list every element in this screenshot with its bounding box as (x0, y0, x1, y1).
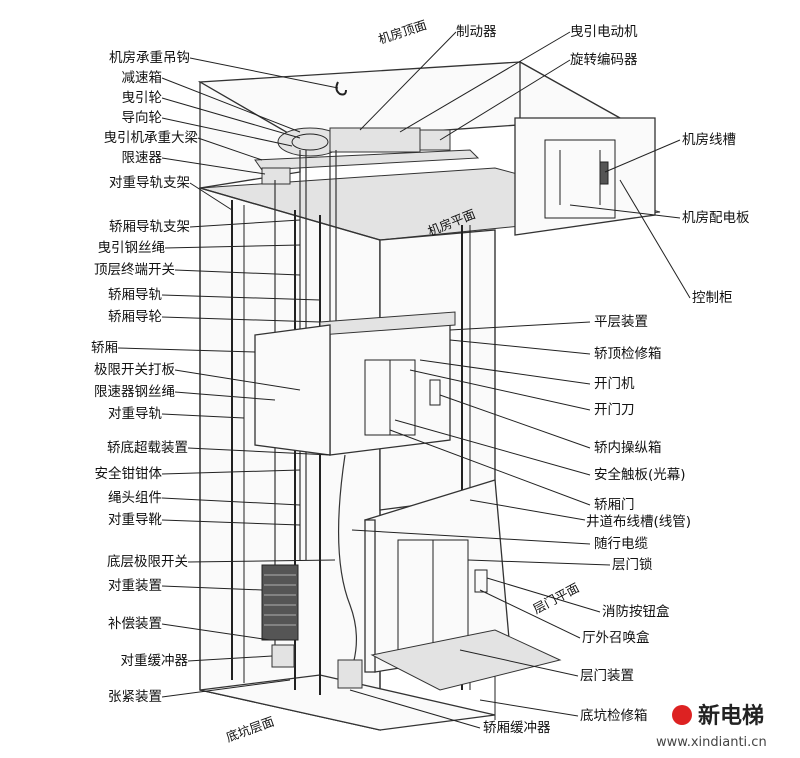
brand-logo-icon (672, 705, 692, 725)
hall-call-box (474, 569, 488, 593)
cw-buffer (271, 644, 295, 668)
label-deflector-sheave: 导向轮 (122, 110, 163, 126)
landing-sill (370, 629, 562, 691)
label-cw-rail-bracket: 对重导轨支架 (109, 175, 190, 191)
label-car-top-inspection-box: 轿顶检修箱 (594, 346, 662, 362)
top-label-group: 制动器 曳引电动机 旋转编码器 机房线槽 机房配电板 控制柜 (456, 24, 750, 306)
plane-landing-floor: 层门平面 (530, 580, 581, 617)
label-limit-switch-cam: 极限开关打板 (94, 361, 175, 378)
lifting-hook (335, 81, 347, 96)
label-door-operator: 开门机 (594, 376, 635, 392)
label-cw-guide-shoe: 对重导靴 (108, 512, 162, 528)
label-safety-gear: 安全钳钳体 (95, 465, 163, 482)
label-landing-door-lock: 层门锁 (612, 557, 653, 573)
label-overload-device: 轿底超载装置 (107, 440, 188, 456)
label-shaft-trunking: 井道布线槽(线管) (586, 514, 691, 530)
label-compensation: 补偿装置 (108, 616, 162, 632)
traction-beam (254, 149, 480, 171)
watermark-url: www.xindianti.cn (656, 735, 767, 750)
label-gearbox: 减速箱 (122, 70, 163, 86)
label-safety-edge: 安全触板(光幕) (594, 466, 686, 483)
label-control-cabinet: 控制柜 (692, 290, 733, 306)
label-rope-hitch: 绳头组件 (108, 490, 162, 506)
leader-lines (117, 31, 691, 729)
travelling-cable (338, 454, 357, 686)
machine-room (197, 60, 661, 241)
label-cw-buffer: 对重缓冲器 (121, 653, 189, 669)
plane-machine-room-top: 机房顶面 (376, 17, 428, 47)
label-brake: 制动器 (456, 24, 497, 40)
label-car-guide-rail: 轿厢导轨 (108, 287, 162, 303)
label-car-guide-shoe: 轿厢导轮 (108, 309, 162, 325)
car-operating-panel (429, 379, 441, 406)
label-tension-device: 张紧装置 (108, 689, 162, 705)
label-traction-motor: 曳引电动机 (570, 24, 638, 40)
label-machine-beam: 曳引机承重大梁 (104, 130, 199, 146)
label-machine-room-panel: 机房配电板 (682, 210, 750, 226)
label-rotary-encoder: 旋转编码器 (570, 52, 638, 68)
label-levelling-device: 平层装置 (594, 314, 648, 330)
label-hall-call-box: 厅外召唤盒 (582, 629, 650, 646)
car-side-wall (254, 324, 331, 456)
label-hoist-rope: 曳引钢丝绳 (98, 240, 166, 256)
label-travelling-cable: 随行电缆 (594, 536, 648, 552)
label-door-vane: 开门刀 (594, 402, 635, 418)
label-car: 轿厢 (91, 340, 118, 356)
car-buffer (337, 659, 363, 689)
label-car-buffer: 轿厢缓冲器 (483, 720, 551, 736)
label-bottom-limit-switch: 底层极限开关 (107, 554, 188, 570)
right-label-group: 平层装置 轿顶检修箱 开门机 开门刀 轿内操纵箱 安全触板(光幕) 轿厢门 井道… (483, 314, 691, 736)
label-counterweight: 对重装置 (108, 578, 162, 594)
label-car-door: 轿厢门 (594, 497, 635, 513)
label-top-terminal-switch: 顶层终端开关 (94, 262, 175, 278)
label-governor-rope: 限速器钢丝绳 (94, 384, 175, 400)
control-cabinet-box (514, 117, 656, 236)
traction-motor-body (329, 127, 421, 153)
label-car-operating-panel: 轿内操纵箱 (594, 440, 662, 456)
speed-governor (261, 167, 291, 185)
label-machine-room-trunking: 机房线槽 (682, 132, 736, 148)
label-pit-inspection-box: 底坑检修箱 (580, 708, 648, 724)
counterweight-frame (261, 564, 299, 641)
pit-floor-slab (199, 674, 496, 731)
label-car-rail-bracket: 轿厢导轨支架 (109, 219, 190, 235)
label-cw-guide-rail: 对重导轨 (108, 406, 162, 422)
label-fire-button-box: 消防按钮盒 (602, 603, 670, 620)
hoistway (199, 150, 562, 731)
control-cabinet-door (544, 139, 616, 219)
left-label-group: 机房承重吊钩 减速箱 曳引轮 导向轮 曳引机承重大梁 限速器 对重导轨支架 轿厢… (91, 50, 198, 705)
watermark: 新电梯 www.xindianti.cn (656, 703, 767, 750)
watermark-brand: 新电梯 (698, 703, 764, 729)
plane-pit-floor: 底坑层面 (224, 714, 276, 745)
label-traction-sheave: 曳引轮 (122, 90, 163, 106)
label-machine-room-hook: 机房承重吊钩 (109, 50, 190, 66)
label-speed-governor: 限速器 (122, 150, 163, 166)
label-landing-door-device: 层门装置 (580, 668, 634, 684)
